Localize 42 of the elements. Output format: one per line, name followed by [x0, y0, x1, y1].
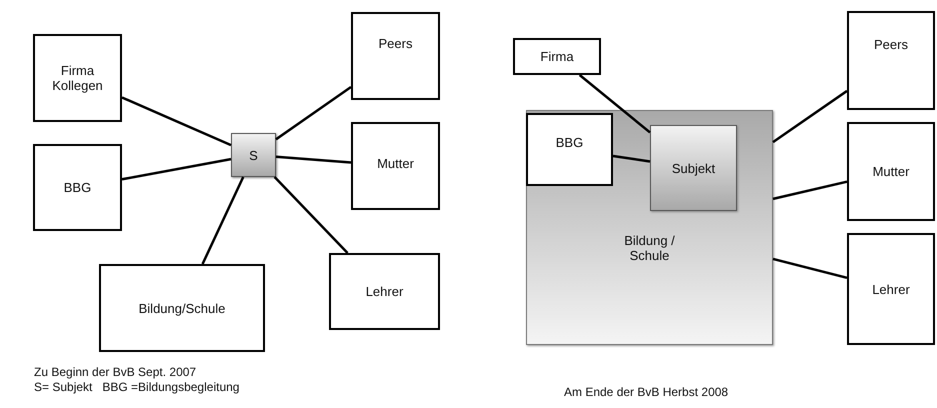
node-box: [33, 144, 122, 231]
note-text: Zu Beginn der BvB Sept. 2007: [34, 365, 196, 379]
connector-line: [276, 156, 352, 164]
node-label: BBG: [62, 180, 92, 195]
node-box: [847, 122, 935, 221]
node-label: Subjekt: [670, 160, 716, 176]
node-box: [847, 11, 935, 110]
node-box: [351, 12, 440, 100]
connector-line: [578, 74, 651, 134]
node-label: Peers: [873, 37, 909, 52]
node-label: Mutter: [376, 156, 415, 171]
connector-line: [772, 258, 848, 279]
node-label: Lehrer: [871, 282, 911, 296]
connector-line: [612, 154, 650, 163]
shaded-box: [231, 133, 276, 177]
node-box: [526, 113, 613, 186]
node-label: BBG: [554, 135, 584, 150]
node-box: [351, 122, 440, 210]
node-box: [33, 34, 122, 122]
connector-line: [274, 176, 348, 254]
connector-line: [772, 90, 848, 144]
node-box: [513, 38, 601, 75]
node-label: Bildung/Schule: [138, 300, 226, 316]
node-label: Firma Kollegen: [51, 63, 104, 93]
connector-line: [772, 180, 848, 200]
connector-line: [201, 176, 244, 265]
shaded-box: [650, 125, 737, 211]
node-label: Mutter: [872, 164, 910, 179]
node-box: [99, 264, 265, 352]
note-text: Am Ende der BvB Herbst 2008: [564, 385, 728, 399]
node-label: Firma: [539, 49, 575, 64]
node-label: Peers: [378, 36, 414, 51]
node-box: [329, 253, 440, 330]
node-label: S: [248, 148, 259, 162]
shaded-box: [526, 110, 773, 345]
node-box: [847, 233, 935, 345]
node-label: Lehrer: [364, 284, 404, 299]
connector-line: [275, 86, 352, 140]
connector-line: [122, 158, 232, 181]
connector-line: [122, 96, 232, 146]
node-label: Bildung / Schule: [623, 233, 676, 263]
note-text: S= Subjekt BBG =Bildungsbegleitung: [34, 380, 240, 394]
